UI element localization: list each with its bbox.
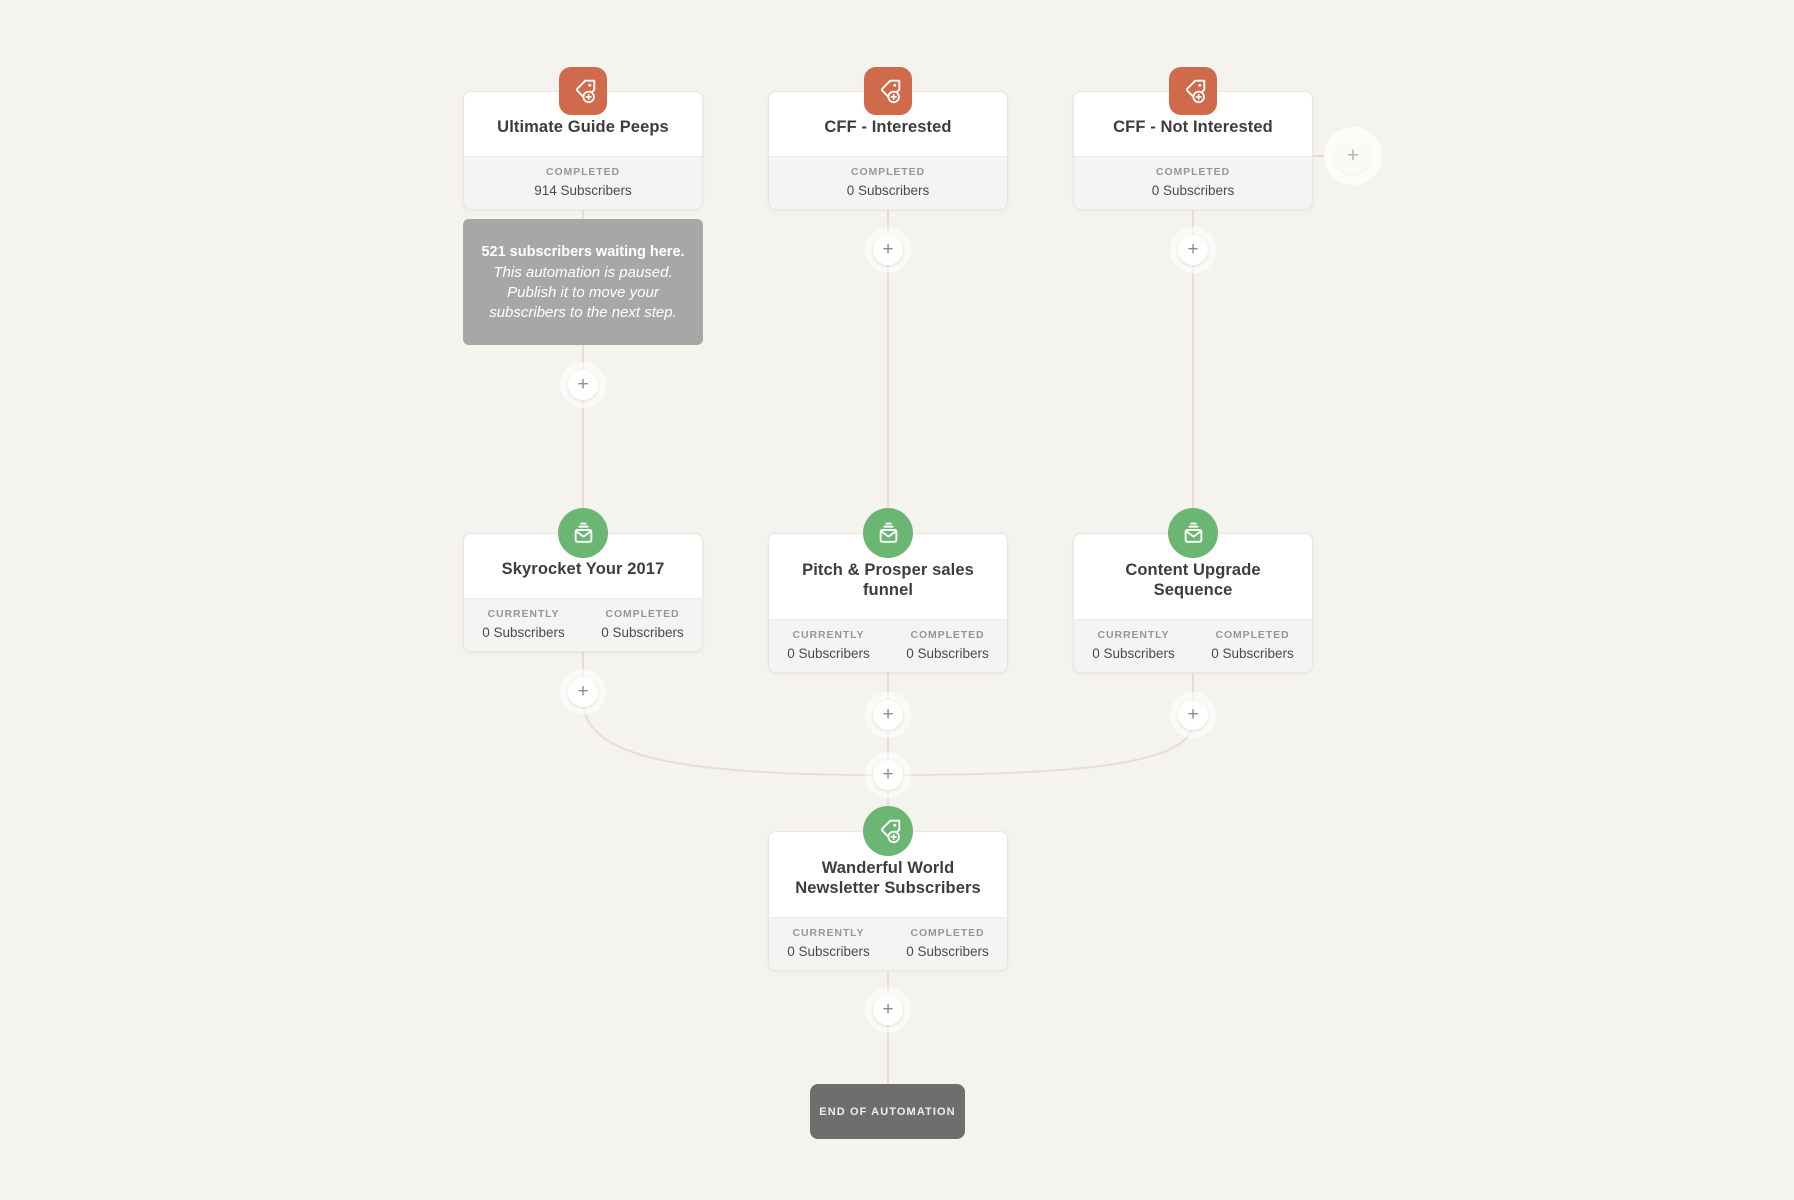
tag-add-icon (864, 67, 912, 115)
stat-label: COMPLETED (1155, 166, 1231, 178)
node-title: CFF - Not Interested (1113, 118, 1273, 136)
node-stats: COMPLETED 914 Subscribers (464, 156, 702, 209)
stat-value: 0 Subscribers (906, 944, 989, 959)
node-title: Wanderful World Newsletter Subscribers (795, 858, 981, 897)
email-sequence-icon (863, 508, 913, 558)
tag-add-icon (559, 67, 607, 115)
node-pitch-prosper-sales-funnel[interactable]: Pitch & Prosper sales funnel CURRENTLY 0… (768, 508, 1008, 673)
node-title: Pitch & Prosper sales funnel (802, 560, 974, 599)
node-title: CFF - Interested (824, 118, 952, 136)
add-step-button[interactable]: + (1178, 700, 1208, 730)
end-of-automation-badge: END OF AUTOMATION (810, 1084, 965, 1139)
node-stats: CURRENTLY 0 Subscribers COMPLETED 0 Subs… (464, 598, 702, 651)
stat-label: CURRENTLY (1097, 629, 1170, 641)
node-cff-interested[interactable]: CFF - Interested COMPLETED 0 Subscribers (768, 67, 1008, 210)
add-step-button[interactable]: + (873, 995, 903, 1025)
stat-label: CURRENTLY (792, 629, 865, 641)
add-step-button[interactable]: + (873, 700, 903, 730)
email-sequence-icon (558, 508, 608, 558)
node-card[interactable]: CFF - Interested COMPLETED 0 Subscribers (768, 91, 1008, 210)
add-step-button[interactable]: + (1178, 235, 1208, 265)
node-stats: CURRENTLY 0 Subscribers COMPLETED 0 Subs… (1074, 619, 1312, 672)
tag-add-icon (1169, 67, 1217, 115)
node-title: Ultimate Guide Peeps (497, 118, 669, 136)
node-card[interactable]: Wanderful World Newsletter Subscribers C… (768, 831, 1008, 971)
stat-value: 0 Subscribers (846, 183, 930, 198)
node-card[interactable]: Ultimate Guide Peeps COMPLETED 914 Subsc… (463, 91, 703, 210)
node-stats: CURRENTLY 0 Subscribers COMPLETED 0 Subs… (769, 917, 1007, 970)
node-cff-not-interested[interactable]: CFF - Not Interested COMPLETED 0 Subscri… (1073, 67, 1313, 210)
stat-label: COMPLETED (850, 166, 926, 178)
stat-label: COMPLETED (910, 927, 985, 939)
stat-label: COMPLETED (910, 629, 985, 641)
paused-warning-count: 521 subscribers waiting here. (481, 243, 685, 260)
stat-value: 0 Subscribers (787, 646, 870, 661)
node-wanderful-world-newsletter-subscribers[interactable]: Wanderful World Newsletter Subscribers C… (768, 806, 1008, 971)
stat-value: 0 Subscribers (1092, 646, 1175, 661)
add-branch-button[interactable]: + (1335, 138, 1371, 174)
node-stats: COMPLETED 0 Subscribers (1074, 156, 1312, 209)
node-stats: CURRENTLY 0 Subscribers COMPLETED 0 Subs… (769, 619, 1007, 672)
node-skyrocket-your-2017[interactable]: Skyrocket Your 2017 CURRENTLY 0 Subscrib… (463, 508, 703, 652)
node-title: Content Upgrade Sequence (1125, 560, 1261, 599)
node-stats: COMPLETED 0 Subscribers (769, 156, 1007, 209)
add-step-button[interactable]: + (568, 370, 598, 400)
stat-value: 0 Subscribers (1151, 183, 1235, 198)
paused-warning-message: This automation is paused. Publish it to… (489, 263, 677, 321)
tag-add-icon (863, 806, 913, 856)
add-step-button[interactable]: + (873, 235, 903, 265)
node-ultimate-guide-peeps[interactable]: Ultimate Guide Peeps COMPLETED 914 Subsc… (463, 67, 703, 210)
stat-label: COMPLETED (545, 166, 621, 178)
add-step-button[interactable]: + (568, 677, 598, 707)
end-of-automation-label: END OF AUTOMATION (819, 1105, 956, 1118)
email-sequence-icon (1168, 508, 1218, 558)
stat-label: COMPLETED (1215, 629, 1290, 641)
paused-warning: 521 subscribers waiting here. This autom… (463, 219, 703, 345)
stat-value: 0 Subscribers (482, 625, 565, 640)
stat-value: 0 Subscribers (787, 944, 870, 959)
stat-value: 914 Subscribers (534, 183, 632, 198)
node-content-upgrade-sequence[interactable]: Content Upgrade Sequence CURRENTLY 0 Sub… (1073, 508, 1313, 673)
add-step-button[interactable]: + (873, 760, 903, 790)
stat-value: 0 Subscribers (1211, 646, 1294, 661)
node-title: Skyrocket Your 2017 (501, 560, 665, 578)
stat-label: COMPLETED (605, 608, 680, 620)
stat-value: 0 Subscribers (906, 646, 989, 661)
stat-label: CURRENTLY (792, 927, 865, 939)
stat-value: 0 Subscribers (601, 625, 684, 640)
stat-label: CURRENTLY (487, 608, 560, 620)
